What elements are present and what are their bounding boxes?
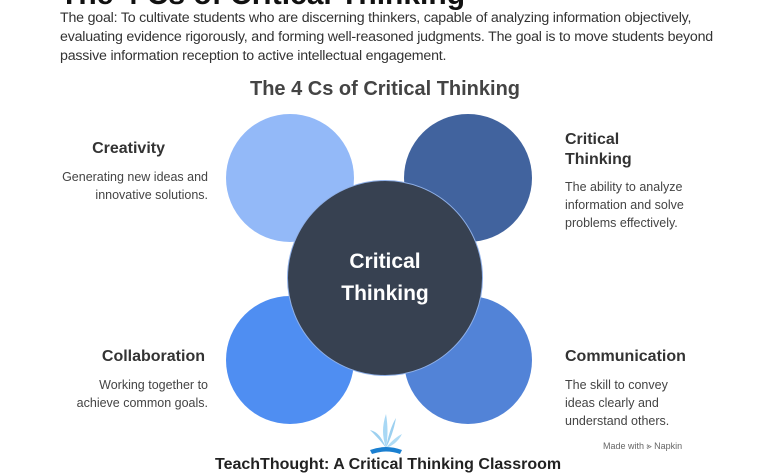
footer-title: TeachThought: A Critical Thinking Classr…	[215, 456, 562, 473]
page-title: The 4 Cs of Critical Thinking	[60, 0, 465, 12]
collaboration-title: Collaboration	[101, 348, 205, 365]
collaboration-desc: Working together to achieve common goals…	[76, 378, 208, 410]
critical-thinking-title: Critical Thinking	[565, 131, 632, 168]
diagram-title: The 4 Cs of Critical Thinking	[249, 78, 521, 100]
communication-title: Communication	[565, 348, 686, 365]
teachthought-logo-icon	[370, 414, 402, 454]
center-label: Critical Thinking	[287, 180, 483, 376]
critical-thinking-desc: The ability to analyze information and s…	[565, 180, 684, 230]
napkin-watermark: Made with ⪢ Napkin	[603, 441, 683, 451]
center-label-text: Critical Thinking	[341, 250, 429, 305]
creativity-desc: Generating new ideas and innovative solu…	[62, 170, 208, 202]
intro-text: The goal: To cultivate students who are …	[60, 10, 713, 64]
communication-desc: The skill to convey ideas clearly and un…	[565, 378, 670, 428]
creativity-title: Creativity	[92, 140, 165, 157]
center-circle	[287, 180, 483, 376]
